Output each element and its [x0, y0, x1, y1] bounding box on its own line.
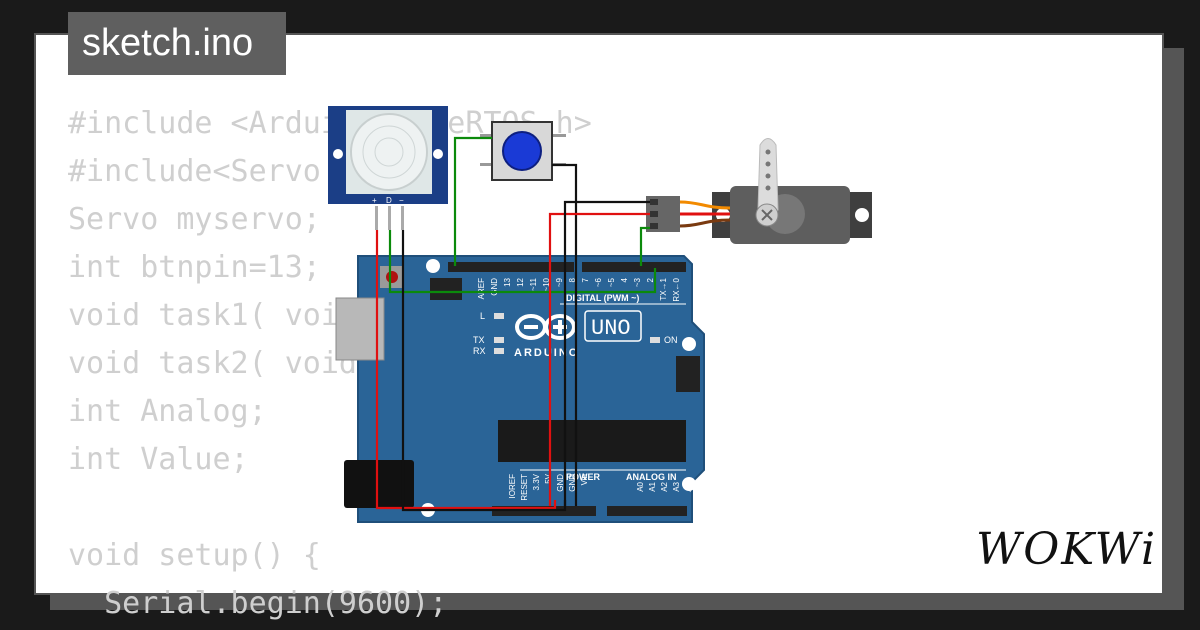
code-line: int Analog; [68, 394, 267, 429]
push-button[interactable] [480, 121, 566, 181]
pir-pin-plus: + [372, 196, 377, 205]
pin-label: 5V [544, 473, 553, 483]
pin-label: 7 [581, 277, 590, 282]
pin-label: IOREF [508, 474, 517, 499]
frame-shadow-right [1164, 48, 1184, 610]
pir-sensor[interactable]: + D − [328, 106, 448, 230]
led-tx [494, 337, 504, 343]
mounting-hole [682, 337, 696, 351]
code-line: int btnpin=13; [68, 250, 321, 285]
pin-label: A0 [636, 481, 645, 491]
pin-label: GND [556, 474, 565, 492]
code-line: int Value; [68, 442, 249, 477]
button-cap[interactable] [502, 131, 542, 171]
pin-label: 4 [620, 277, 629, 282]
wire-servo-gnd [563, 200, 650, 506]
pir-pin-d: D [386, 196, 392, 205]
pin-label: TX→1 [659, 277, 668, 300]
wire-button-gnd [552, 163, 578, 506]
pin-label: ~11 [529, 277, 538, 291]
pin-label: A2 [660, 481, 669, 491]
pin-label: RESET [520, 474, 529, 501]
label-digital: DIGITAL (PWM ~) [566, 293, 639, 303]
led-on [650, 337, 660, 343]
mounting-hole [682, 477, 696, 491]
pin-label: AREF [477, 278, 486, 299]
label-rx: RX [473, 346, 486, 356]
pin-label: 13 [503, 277, 512, 286]
power-jack [344, 460, 414, 508]
label-analog: ANALOG IN [626, 472, 677, 482]
led-l [494, 313, 504, 319]
pin-label: 12 [516, 277, 525, 286]
atmega-chip [498, 420, 686, 462]
led-rx [494, 348, 504, 354]
file-tab[interactable]: sketch.ino [68, 12, 286, 75]
icsp-header [430, 278, 462, 300]
pin-label: A1 [648, 481, 657, 491]
pin-label: RX←0 [672, 277, 681, 301]
code-line: Serial.begin(9600); [68, 586, 448, 621]
pin-label: ~6 [594, 277, 603, 287]
icsp-header-right [676, 356, 700, 392]
pin-label: ~10 [542, 277, 551, 291]
pir-hole [333, 149, 343, 159]
pir-hole [433, 149, 443, 159]
digital-header-low [582, 262, 686, 272]
wokwi-logo: WOKWi [976, 524, 1158, 575]
mounting-hole [426, 259, 440, 273]
wires [375, 136, 657, 512]
pin-label: 8 [568, 277, 577, 282]
pin-label: ~3 [633, 277, 642, 287]
pin-label: A3 [672, 481, 681, 491]
pin-label: ~9 [555, 277, 564, 287]
label-tx: TX [473, 335, 485, 345]
code-line: Servo myservo; [68, 202, 321, 237]
wire-servo-signal [639, 226, 650, 266]
board-model: UNO [591, 316, 631, 341]
wire-pir-vcc [375, 230, 557, 510]
reset-button-cap[interactable] [386, 271, 398, 283]
pin-label: 3.3V [532, 473, 541, 490]
wire-button-signal [453, 136, 492, 266]
digital-header-high [448, 262, 574, 272]
wire-servo-vcc [548, 212, 650, 506]
servo-motor[interactable] [646, 138, 872, 245]
pin-label: GND [568, 474, 577, 492]
label-power: POWER [566, 472, 601, 482]
pin-label: 2 [646, 277, 655, 282]
pin-label: A5 [696, 481, 705, 491]
arduino-logo [515, 314, 576, 340]
wire-pir-signal [388, 230, 657, 294]
analog-header [607, 506, 687, 516]
pin-label: GND [490, 278, 499, 296]
board-brand: ARDUINO [514, 347, 579, 359]
label-l: L [480, 311, 485, 321]
code-line: void setup() { [68, 538, 321, 573]
code-line: #include<Servo.h> [68, 154, 376, 189]
arduino-uno-board[interactable]: L TX RX ON DIGITAL (PWM ~) ANALOG IN POW… [335, 255, 705, 523]
pin-label: ~5 [607, 277, 616, 287]
pir-pin-minus: − [399, 196, 404, 205]
pin-label: Vin [580, 474, 589, 485]
frame-shadow-bottom [50, 595, 1184, 610]
label-on: ON [664, 335, 678, 345]
pin-label: A4 [684, 481, 693, 491]
pir-dome [350, 113, 428, 191]
